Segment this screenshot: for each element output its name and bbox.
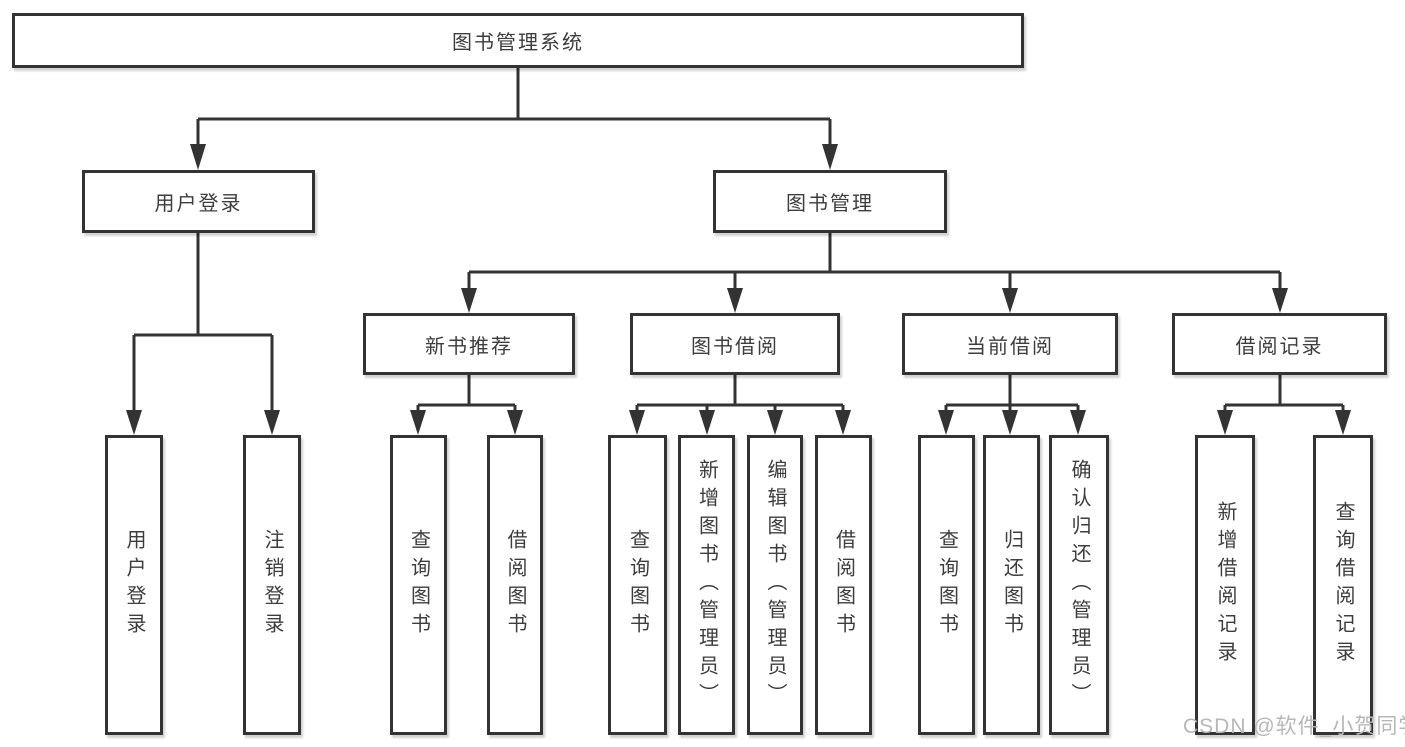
node-current-borrowing: 当前借阅 — [902, 313, 1118, 375]
arrowheads — [126, 144, 1351, 435]
node-book-management: 图书管理 — [713, 170, 947, 233]
node-borrowing-records: 借阅记录 — [1172, 313, 1387, 375]
leaf-newbook-query-books: 查询图书 — [390, 435, 447, 735]
leaf-current-return-books: 归还图书 — [983, 435, 1040, 735]
leaf-records-query-record: 查询借阅记录 — [1313, 435, 1373, 735]
leaf-current-query-books: 查询图书 — [918, 435, 975, 735]
leaf-borrow-borrow-books: 借阅图书 — [815, 435, 872, 735]
leaf-records-add-record: 新增借阅记录 — [1195, 435, 1255, 735]
leaf-borrow-edit-books-admin: 编辑图书（管理员） — [747, 435, 803, 735]
leaf-user-login: 用户登录 — [105, 435, 163, 735]
leaf-borrow-query-books: 查询图书 — [608, 435, 667, 735]
leaf-logout: 注销登录 — [243, 435, 301, 735]
node-book-borrowing: 图书借阅 — [630, 313, 840, 375]
node-user-login: 用户登录 — [82, 170, 315, 233]
csdn-watermark: CSDN @软件_小贺同学 — [1183, 715, 1405, 738]
leaf-borrow-add-books-admin: 新增图书（管理员） — [678, 435, 735, 735]
leaf-current-confirm-return-admin: 确认归还（管理员） — [1049, 435, 1109, 735]
node-root: 图书管理系统 — [12, 13, 1024, 68]
leaf-newbook-borrow-books: 借阅图书 — [487, 435, 543, 735]
node-new-book-recommend: 新书推荐 — [363, 313, 575, 375]
